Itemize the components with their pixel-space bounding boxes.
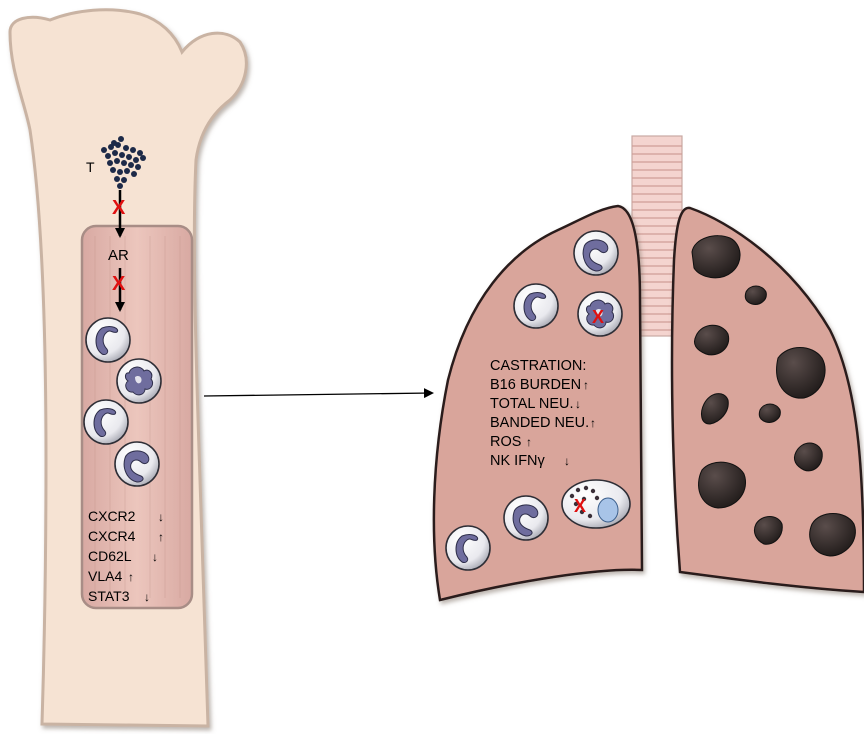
lung-effect-name: NK IFNγ xyxy=(490,453,546,469)
ar-label: AR xyxy=(108,247,129,264)
lung-effect-direction: ↑ xyxy=(526,435,532,449)
bone-marker-name: CXCR4 xyxy=(88,528,136,544)
bone-marker-name: VLA4 xyxy=(88,568,122,584)
blocked-mark-nk: X xyxy=(574,496,586,516)
neutrophil-cell xyxy=(115,442,159,486)
bone-marker-direction: ↓ xyxy=(152,550,158,564)
blocked-mark-ar: X xyxy=(112,273,126,295)
bone-marker-name: CD62L xyxy=(88,548,132,564)
neutrophil-cell xyxy=(446,526,490,570)
bone-marker-direction: ↑ xyxy=(128,570,134,584)
lung-effect-direction: ↓ xyxy=(575,397,581,411)
lung-effect-direction: ↓ xyxy=(564,454,570,468)
neutrophil-cell xyxy=(504,496,548,540)
lung-effect-direction: ↑ xyxy=(583,378,589,392)
bone-marker-name: STAT3 xyxy=(88,588,130,604)
lung-effect-name: ROS xyxy=(490,434,521,450)
blocked-mark-neutrophil: X xyxy=(592,307,604,327)
lungs: X CASTRATION: B16 BURDEN ↑ TOTAL NEU. ↓ … xyxy=(434,136,864,600)
bone-marker-direction: ↑ xyxy=(158,530,164,544)
lung-effect-name: B16 BURDEN xyxy=(490,377,581,393)
metastasis-nodule xyxy=(745,286,766,304)
metastasis-nodule xyxy=(759,404,780,422)
bone-marker-name: CXCR2 xyxy=(88,508,136,524)
neutrophil-cell xyxy=(84,400,128,444)
bone-marker-direction: ↓ xyxy=(144,590,150,604)
lung-effect-name: TOTAL NEU. xyxy=(490,396,574,412)
nk-cell: X xyxy=(562,480,630,528)
neutrophil-cell xyxy=(117,359,161,403)
bone-marker-direction: ↓ xyxy=(158,510,164,524)
lung-heading: CASTRATION: xyxy=(490,358,586,374)
metastasis-nodule xyxy=(692,236,740,278)
blocked-mark-t: X xyxy=(112,197,126,219)
metastasis-nodule xyxy=(777,348,826,399)
bone: T X AR X CXCR2 ↓ CXCR4 ↑ CD62L ↓ VLA4 ↑ … xyxy=(10,10,246,726)
t-label: T xyxy=(86,159,95,175)
lung-effect-direction: ↑ xyxy=(590,416,596,430)
metastasis-nodule xyxy=(694,325,728,355)
neutrophil-cell xyxy=(574,231,618,275)
neutrophil-cell xyxy=(514,284,558,328)
lung-effect-name: BANDED NEU. xyxy=(490,415,589,431)
neutrophil-cell xyxy=(86,318,130,362)
migration-arrow xyxy=(204,393,432,396)
